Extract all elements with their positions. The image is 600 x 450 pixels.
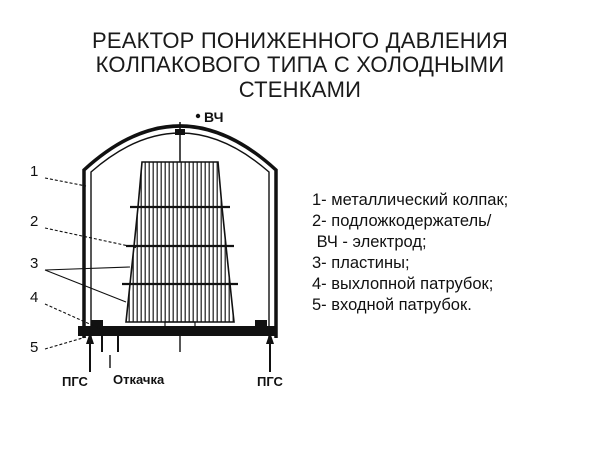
legend-item-5: 5- входной патрубок. (312, 296, 472, 314)
title-line-3: СТЕНКАМИ (238, 77, 362, 102)
wafer-tier-1 (137, 161, 223, 208)
callout-2: 2 (30, 213, 38, 230)
legend-item-2-cont: ВЧ - электрод; (312, 233, 427, 251)
legend-item-4: 4- выхлопной патрубок; (312, 275, 494, 293)
substrate-holder (122, 161, 238, 329)
legend: 1- металлический колпак; 2- подложкодерж… (312, 190, 508, 316)
gas-inlet-left (86, 332, 94, 372)
wafer-tier-3 (129, 245, 231, 285)
title-line-2: КОЛПАКОВОГО ТИПА С ХОЛОДНЫМИ (95, 52, 505, 77)
title-line-1: РЕАКТОР ПОНИЖЕННОГО ДАВЛЕНИЯ (92, 28, 508, 53)
legend-item-3: 3- пластины; (312, 254, 410, 272)
callout-3: 3 (30, 255, 38, 272)
legend-item-2: 2- подложкодержатель/ (312, 212, 492, 230)
pump-out-label: Откачка (113, 372, 165, 387)
base-plate (78, 320, 276, 336)
wafer-tier-2 (133, 206, 227, 247)
exhaust-port (101, 336, 119, 368)
gas-inlet-right-label: ПГС (257, 374, 284, 389)
gas-inlet-left-label: ПГС (62, 374, 89, 389)
callout-4: 4 (30, 289, 38, 306)
callout-1: 1 (30, 163, 38, 180)
rf-label: ВЧ (204, 109, 223, 125)
rf-lead (175, 113, 201, 162)
legend-item-1: 1- металлический колпак; (312, 191, 509, 209)
callout-5: 5 (30, 339, 38, 356)
wafer-tier-4 (125, 283, 235, 323)
callout-leaders (44, 177, 139, 350)
gas-inlet-right (266, 332, 274, 372)
